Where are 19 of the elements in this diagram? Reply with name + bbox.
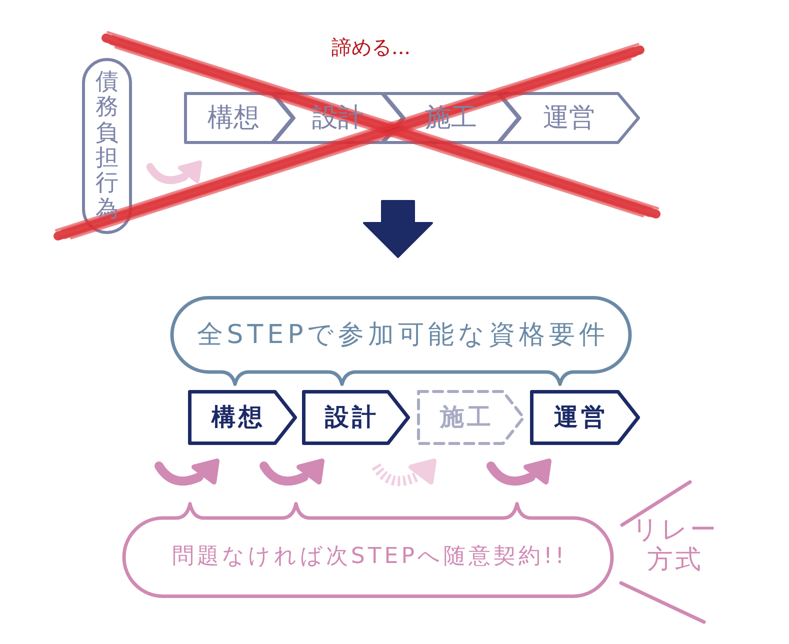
oval-frame	[82, 58, 132, 234]
process-step	[184, 92, 294, 144]
process-step	[498, 92, 640, 144]
process-step	[188, 390, 297, 445]
step-label: 運営	[553, 404, 608, 431]
step-label: 施工	[438, 404, 494, 431]
process-step	[417, 390, 525, 445]
process-step	[530, 390, 640, 445]
step-label: 設計	[324, 404, 379, 431]
note-text: 諦める...	[331, 36, 411, 59]
step-label: 構想	[208, 104, 260, 132]
speech-bubble	[124, 502, 612, 598]
step-label: 運営	[543, 104, 595, 132]
process-step	[302, 390, 410, 445]
speech-bubble	[172, 296, 630, 386]
step-label: 構想	[210, 404, 266, 431]
bubble-text: 問題なければ次STEPへ随意契約!!	[170, 545, 568, 570]
bubble-text: 全STEPで参加可能な資格要件	[196, 320, 610, 350]
method-label: リレー方式	[631, 516, 719, 576]
